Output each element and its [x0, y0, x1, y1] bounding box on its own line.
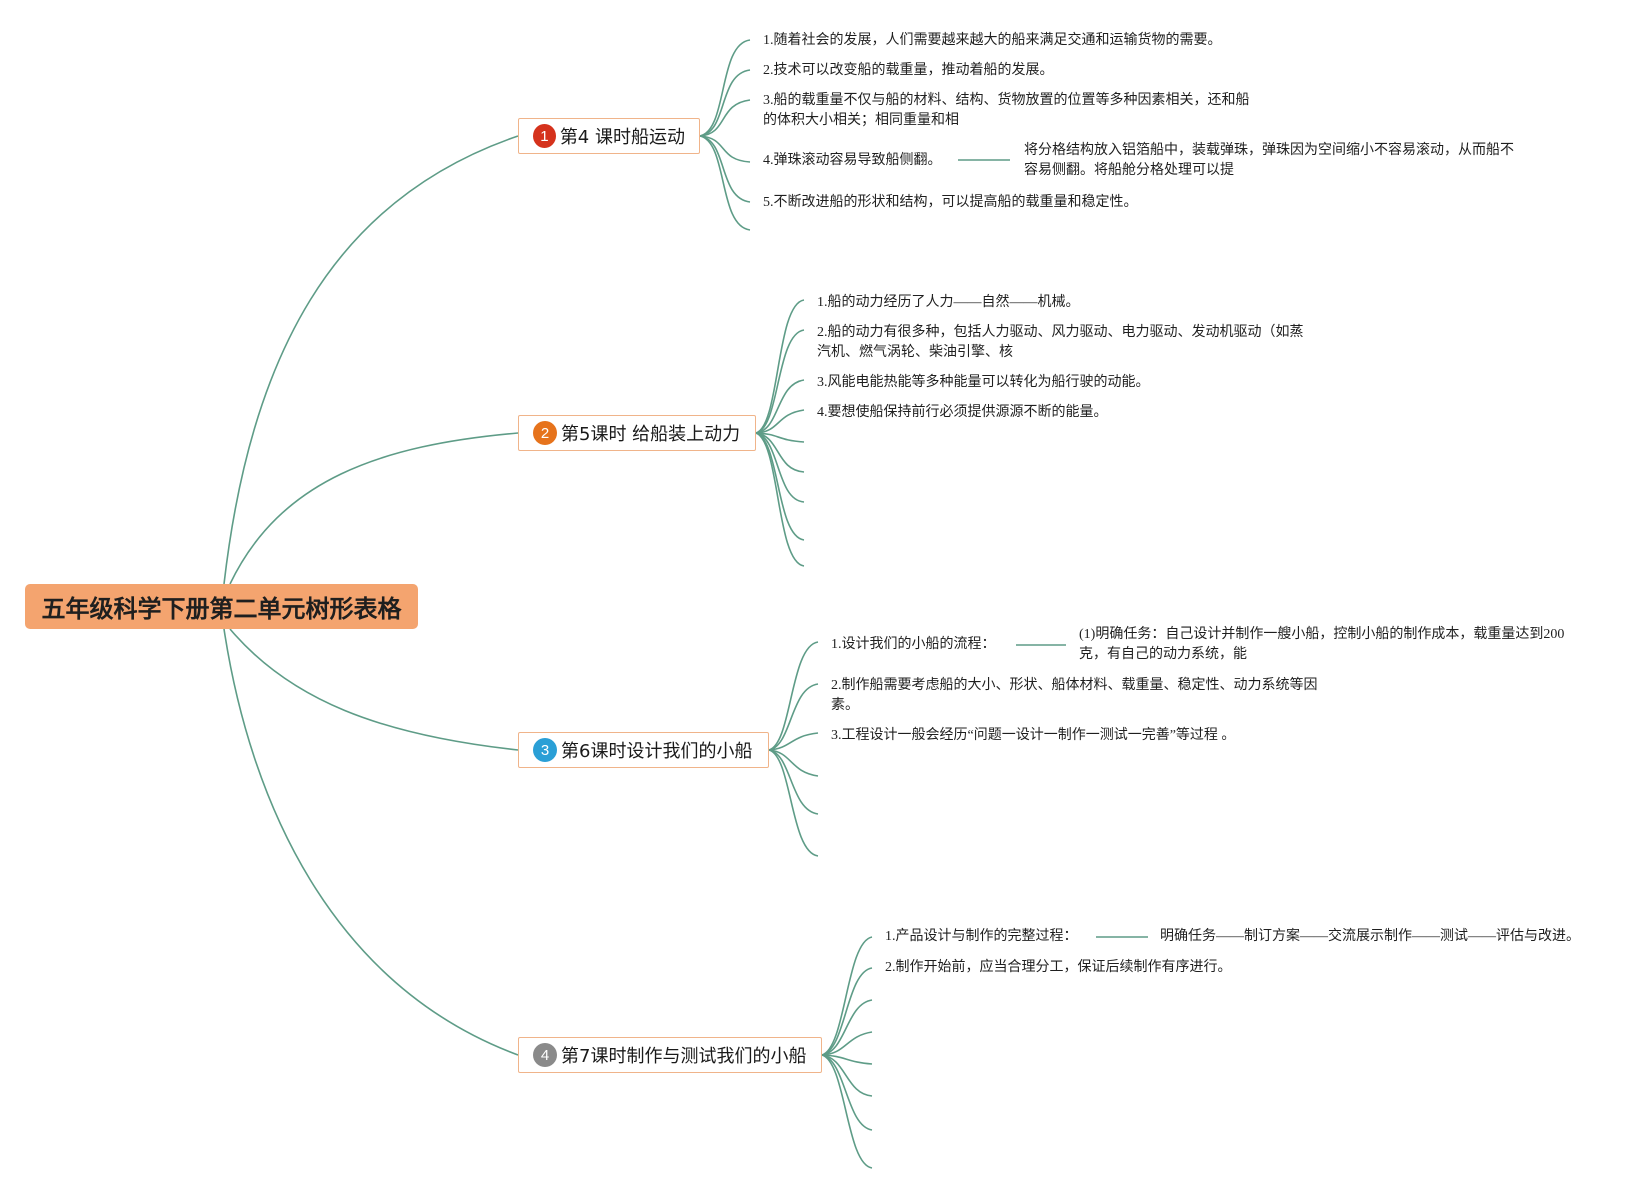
link-b4-i6 — [821, 1054, 873, 1097]
branch-title: 第6课时设计我们的小船 — [561, 741, 753, 762]
leaf-b2-4: 4.要想使船保持前行必须提供源源不断的能量。 — [817, 405, 1108, 420]
badge-3-icon: 3 — [533, 738, 557, 762]
leaf-b1-2: 2.技术可以改变船的载重量，推动着船的发展。 — [763, 63, 1054, 78]
leaf-b1-1: 1.随着社会的发展，人们需要越来越大的船来满足交通和运输货物的需要。 — [763, 33, 1222, 48]
branch-title: 第4 课时船运动 — [559, 127, 685, 148]
leaf-b3-3: 3.工程设计一般会经历“问题一设计一制作一测试一完善”等过程 。 — [831, 728, 1236, 743]
link-b2-i1 — [755, 299, 805, 434]
leaf-b1-5: 5.不断改进船的形状和结构，可以提高船的载重量和稳定性。 — [763, 195, 1138, 210]
link-b3-i3 — [768, 732, 819, 751]
link-b4-i4 — [821, 1031, 873, 1056]
link-root-b3 — [229, 628, 519, 751]
link-b4-i2 — [821, 967, 873, 1056]
link-b1-i6 — [699, 135, 751, 231]
leaf-b1-3: 3.船的载重量不仅与船的材料、结构、货物放置的位置等多种因素相关，还和船的体积大… — [763, 93, 1250, 128]
link-b3-i4 — [768, 749, 819, 777]
link-b4-i5 — [821, 1054, 873, 1065]
link-b2-i2 — [755, 329, 805, 434]
leaf-b3-2: 2.制作船需要考虑船的大小、形状、船体材料、载重量、稳定性、动力系统等因素。 — [831, 678, 1318, 713]
link-b4-i3 — [821, 999, 873, 1056]
leaf-b2-2: 2.船的动力有很多种，包括人力驱动、风力驱动、电力驱动、发动机驱动（如蒸汽机、燃… — [817, 325, 1304, 360]
link-b4-i8 — [821, 1054, 873, 1169]
branch-node-1[interactable]: 1 第4 课时船运动 — [518, 118, 700, 154]
link-b2-i9 — [755, 432, 805, 567]
link-b3-i6 — [768, 749, 819, 857]
leaf-b4-2: 2.制作开始前，应当合理分工，保证后续制作有序进行。 — [885, 960, 1232, 975]
link-b3-i2 — [768, 683, 819, 751]
leaf-b2-1: 1.船的动力经历了人力——自然——机械。 — [817, 295, 1080, 310]
link-b1-i4 — [699, 135, 751, 163]
leaf-b3-1: 1.设计我们的小船的流程： — [831, 637, 996, 652]
link-b4-i1 — [821, 936, 873, 1056]
leaf-b4-1: 1.产品设计与制作的完整过程： — [885, 929, 1078, 944]
link-root-b2 — [229, 432, 519, 585]
link-b3-i1 — [768, 641, 819, 751]
link-b2-i8 — [755, 432, 805, 541]
branch-title: 第7课时制作与测试我们的小船 — [561, 1046, 807, 1067]
badge-1-icon: 1 — [533, 124, 556, 148]
link-b2-i4 — [755, 409, 805, 434]
leaf-b1-4-detail: 将分格结构放入铝箔船中，装载弹珠，弹珠因为空间缩小不容易滚动，从而船不容易侧翻。… — [1024, 143, 1514, 178]
root-node[interactable]: 五年级科学下册第二单元树形表格 — [25, 584, 418, 629]
branch-title: 第5课时 给船装上动力 — [561, 424, 741, 445]
link-root-b4 — [223, 628, 519, 1056]
branch-node-3[interactable]: 3 第6课时设计我们的小船 — [518, 732, 769, 768]
leaf-b4-1-detail: 明确任务——制订方案——交流展示制作——测试——评估与改进。 — [1160, 929, 1580, 944]
branch-node-2[interactable]: 2 第5课时 给船装上动力 — [518, 415, 756, 451]
leaf-b3-1-detail: (1)明确任务：自己设计并制作一艘小船，控制小船的制作成本，载重量达到200克，… — [1079, 627, 1565, 662]
link-b1-i1 — [699, 39, 751, 137]
link-b2-i6 — [755, 432, 805, 473]
link-b3-i5 — [768, 749, 819, 815]
leaf-b1-4: 4.弹珠滚动容易导致船侧翻。 — [763, 153, 942, 168]
link-b2-i5 — [755, 432, 805, 443]
link-b2-i3 — [755, 379, 805, 434]
branch-node-4[interactable]: 4 第7课时制作与测试我们的小船 — [518, 1037, 822, 1073]
link-root-b1 — [223, 135, 519, 585]
link-b2-i7 — [755, 432, 805, 503]
leaf-b2-3: 3.风能电能热能等多种能量可以转化为船行驶的动能。 — [817, 375, 1150, 390]
badge-2-icon: 2 — [533, 421, 557, 445]
link-b1-i5 — [699, 135, 751, 203]
link-b1-i2 — [699, 69, 751, 137]
badge-4-icon: 4 — [533, 1043, 557, 1067]
link-b1-i3 — [699, 99, 751, 137]
link-b4-i7 — [821, 1054, 873, 1131]
